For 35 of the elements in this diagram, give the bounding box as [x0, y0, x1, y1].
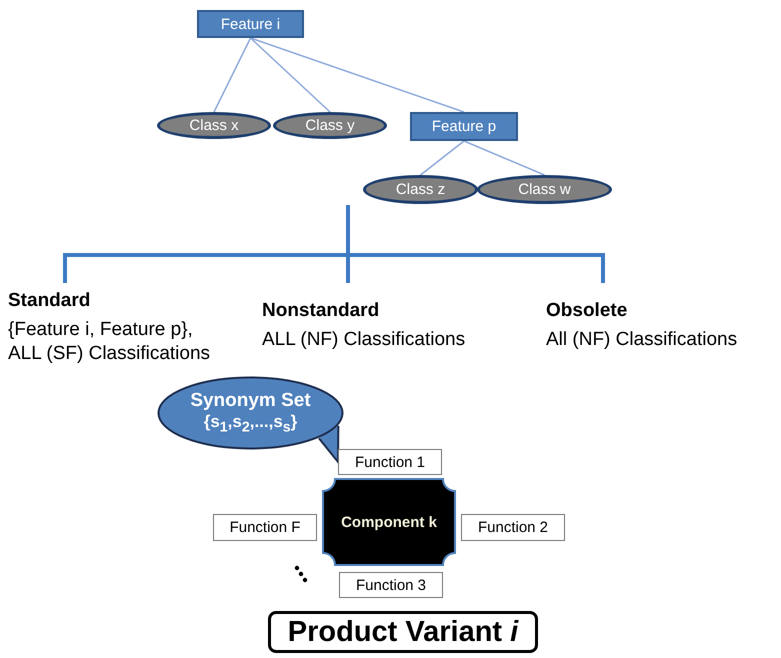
feature-box	[410, 112, 518, 141]
connector-line	[464, 140, 545, 176]
node-label: Class w	[518, 181, 571, 198]
connector-line	[213, 38, 252, 112]
function-box	[461, 514, 565, 541]
category-heading: Nonstandard	[262, 299, 380, 323]
connector-line	[420, 140, 464, 176]
node-label: Class z	[396, 181, 446, 198]
speech-bubble	[157, 376, 344, 450]
node-label: Feature i	[220, 16, 280, 32]
category-text: ALL (NF) Classifications	[262, 328, 466, 352]
function-box	[338, 449, 442, 475]
category-text: {Feature i, Feature p}, ALL (SF) Classifications	[8, 318, 212, 366]
node-label: Function 1	[354, 454, 426, 470]
node-label: Function 2	[478, 519, 548, 536]
connector-line	[250, 37, 331, 113]
node-label: Feature p	[432, 118, 496, 135]
node-label: Component k	[341, 514, 437, 530]
feature-box	[197, 10, 304, 38]
function-box	[213, 514, 317, 541]
node-label: Class x	[189, 117, 239, 134]
bubble-heading: Synonym Set	[190, 390, 311, 412]
node-label: Product Variant i	[288, 616, 518, 648]
product-variant-box	[268, 611, 538, 653]
node-label: Class y	[305, 117, 355, 134]
category-heading: Obsolete	[546, 299, 628, 323]
category-heading: Standard	[8, 289, 90, 313]
connector-line	[250, 37, 464, 113]
bubble-text: {s$_{1}$,s$_{2}$,...,s$_{s}$}	[204, 412, 298, 436]
category-text: All (NF) Classifications	[546, 328, 738, 352]
bubble-tail	[318, 424, 340, 465]
component-shape	[322, 478, 456, 566]
node-label: Function F	[230, 519, 300, 536]
node-label: Function 3	[356, 576, 426, 594]
function-box	[339, 572, 443, 598]
